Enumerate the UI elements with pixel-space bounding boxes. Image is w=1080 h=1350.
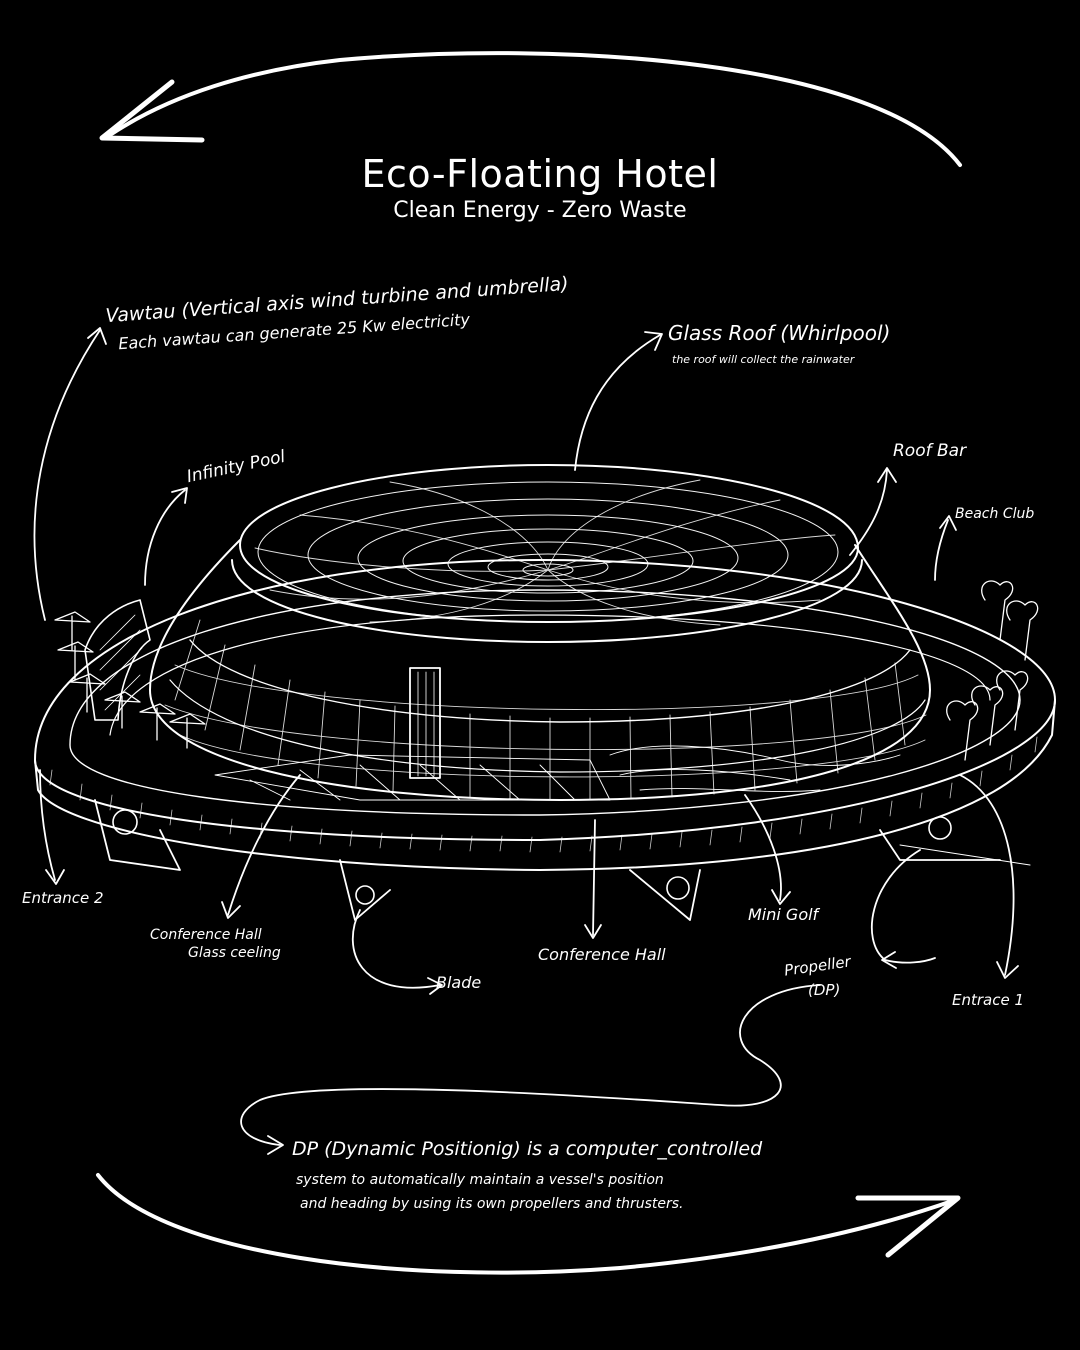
page-subtitle: Clean Energy - Zero Waste	[393, 198, 687, 223]
infinity-pool	[84, 599, 151, 721]
label-beach-club: Beach Club	[955, 506, 1035, 522]
whirlpool-roof	[257, 481, 839, 623]
vawtau-umbrellas	[54, 611, 206, 749]
page-title: Eco-Floating Hotel	[361, 152, 719, 196]
whirlpool-spirals	[254, 479, 836, 626]
label-mini-golf: Mini Golf	[748, 905, 819, 924]
core-stair	[409, 667, 441, 779]
beach-club-arrow	[934, 519, 949, 581]
building-body	[149, 539, 931, 801]
bottom-arrowhead	[855, 1195, 961, 1258]
dp-squiggle	[240, 984, 821, 1146]
infinity-pool-arrow	[144, 489, 186, 586]
top-arrowhead	[99, 79, 205, 143]
support-blades	[94, 799, 1031, 921]
label-conference-glass-1: Conference Hall	[150, 927, 262, 943]
propeller-arrow	[871, 849, 936, 964]
entrance1-arrow	[959, 774, 1015, 976]
mini-golf-arrow	[744, 794, 782, 901]
roof-bar-arrow	[849, 469, 888, 556]
annotation-arrows	[33, 327, 1019, 1155]
dp-note-line1: DP (Dynamic Positionig) is a computer_co…	[292, 1138, 763, 1160]
dp-note-line2: system to automatically maintain a vesse…	[296, 1172, 664, 1188]
label-blade: Blade	[436, 973, 482, 992]
blade-arrow	[351, 909, 441, 989]
label-propeller-2: (DP)	[808, 981, 841, 999]
platform-rim-hatch	[49, 736, 1038, 853]
vawtau-arrow	[33, 329, 101, 621]
label-conference-glass-2: Glass ceeling	[188, 945, 281, 961]
top-rotation-arrow	[108, 51, 962, 167]
palm-trees	[946, 580, 1039, 761]
facade-grid	[164, 619, 927, 801]
propellers	[112, 809, 952, 905]
conference-glass-arrow	[227, 774, 301, 916]
bottom-rotation-arrow	[96, 1173, 957, 1275]
conference-glass-ceiling	[214, 754, 611, 801]
conference-hall-arrow	[592, 819, 596, 936]
label-glass-roof-note: the roof will collect the rainwater	[672, 353, 855, 366]
entrance2-arrow	[39, 769, 56, 881]
label-entrance-1: Entrace 1	[952, 991, 1025, 1009]
label-roof-bar: Roof Bar	[893, 441, 967, 461]
label-glass-roof: Glass Roof (Whirlpool)	[668, 321, 891, 345]
dp-note-line3: and heading by using its own propellers …	[300, 1196, 684, 1212]
label-conference-hall: Conference Hall	[538, 945, 666, 964]
mini-golf-area	[609, 745, 901, 792]
label-entrance-2: Entrance 2	[22, 889, 104, 907]
glass-roof-arrow	[574, 334, 661, 471]
